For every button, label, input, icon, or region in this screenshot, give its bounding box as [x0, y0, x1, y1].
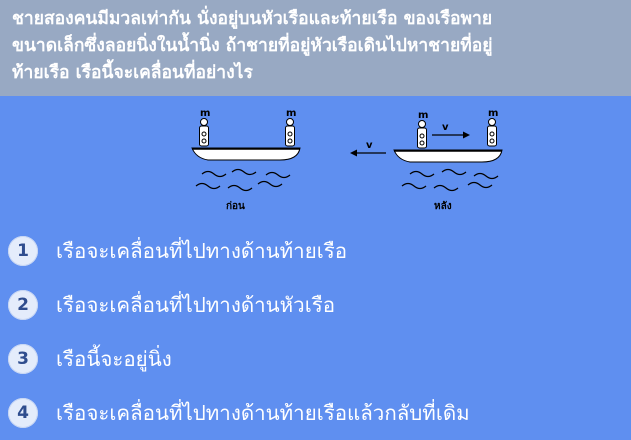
- question-line-1: ชายสองคนมีมวลเท่ากัน นั่งอยู่บนหัวเรือแล…: [12, 9, 493, 29]
- option-3-text: เรือนี้จะอยู่นิ่ง: [56, 346, 172, 371]
- question-line-2: ขนาดเล็กซึ่งลอยนิ่งในน้ำนิ่ง ถ้าชายที่อย…: [12, 36, 493, 56]
- man-velocity-label: v: [442, 122, 449, 133]
- answer-options: 1 เรือจะเคลื่อนที่ไปทางด้านท้ายเรือ 2 เร…: [8, 224, 623, 440]
- option-2[interactable]: 2 เรือจะเคลื่อนที่ไปทางด้านหัวเรือ: [8, 278, 623, 332]
- boat-after: [393, 149, 503, 163]
- man-before-right: [285, 118, 295, 147]
- option-1[interactable]: 1 เรือจะเคลื่อนที่ไปทางด้านท้ายเรือ: [8, 224, 623, 278]
- caption-before: ก่อน: [226, 200, 245, 212]
- boat-velocity-arrow: [350, 149, 386, 157]
- man-after-walking: [417, 120, 427, 149]
- mass-label-before-left: m: [200, 108, 210, 119]
- option-2-text: เรือจะเคลื่อนที่ไปทางด้านหัวเรือ: [56, 292, 336, 317]
- question-panel: ชายสองคนมีมวลเท่ากัน นั่งอยู่บนหัวเรือแล…: [0, 0, 631, 96]
- boat-before: [191, 147, 301, 161]
- caption-after: หลัง: [434, 200, 452, 212]
- mass-label-before-right: m: [286, 108, 296, 119]
- boat-diagram: m m ก่อน m: [180, 102, 520, 214]
- option-3[interactable]: 3 เรือนี้จะอยู่นิ่ง: [8, 332, 623, 386]
- mass-label-after-right: m: [488, 108, 498, 119]
- mass-label-after-left: m: [418, 110, 428, 121]
- option-4-number: 4: [8, 398, 38, 428]
- boat-diagram-svg: m m ก่อน m: [191, 108, 503, 212]
- option-1-text: เรือจะเคลื่อนที่ไปทางด้านท้ายเรือ: [56, 238, 348, 263]
- man-before-left: [199, 118, 209, 147]
- water-waves-before: [195, 168, 291, 192]
- man-after-stern: [487, 118, 497, 147]
- boat-velocity-label: v: [366, 140, 373, 151]
- option-4-text: เรือจะเคลื่อนที่ไปทางด้านท้ายเรือแล้วกลั…: [56, 400, 470, 425]
- question-line-3: ท้ายเรือ เรือนี้จะเคลื่อนที่อย่างไร: [12, 63, 253, 83]
- option-4[interactable]: 4 เรือจะเคลื่อนที่ไปทางด้านท้ายเรือแล้วก…: [8, 386, 623, 440]
- option-1-number: 1: [8, 236, 38, 266]
- option-3-number: 3: [8, 344, 38, 374]
- option-2-number: 2: [8, 290, 38, 320]
- water-waves-after: [401, 168, 499, 192]
- man-velocity-arrow: [432, 131, 470, 139]
